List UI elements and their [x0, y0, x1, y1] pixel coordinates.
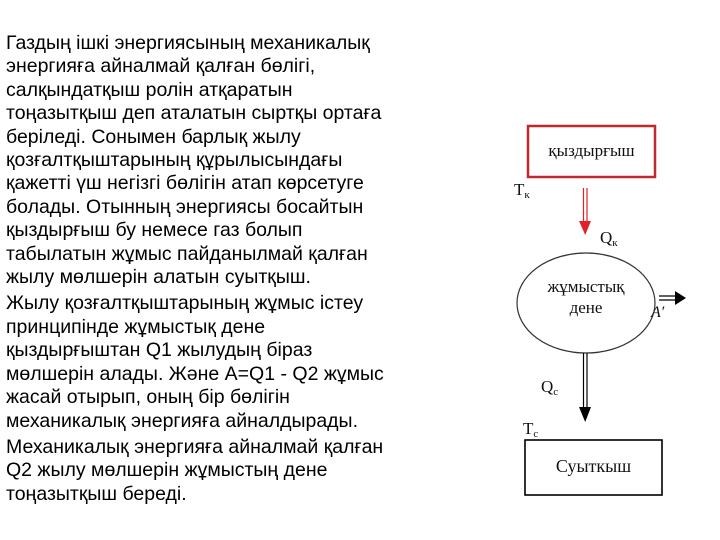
- heater-box: [526, 124, 657, 179]
- body-text: Газдың ішкі энергиясының механикалық эне…: [6, 32, 521, 506]
- paragraph-working-principle: Жылу қозғалтқыштарының жұмыс істеу принц…: [6, 292, 521, 432]
- temperature-subscript: к: [524, 189, 530, 201]
- cooler-label: Суыткыш: [555, 456, 632, 476]
- heater-label: қыздырғыш: [548, 141, 635, 160]
- working-body-line2: дене: [569, 298, 603, 317]
- temperature-subscript: c: [533, 428, 539, 440]
- cooler-temperature-label: Tc: [523, 419, 538, 440]
- text-line: Газдың ішкі энергиясының механикалық: [6, 32, 370, 54]
- text-line: табылатын жұмыс пайданылмай қалған: [6, 242, 368, 265]
- temperature-symbol: T: [523, 419, 534, 438]
- text-line: мөлшерін алады. Және А=Q1 - Q2 жұмыс: [6, 362, 384, 385]
- text-line: тоңазытқыш береді.: [6, 482, 187, 505]
- heat-symbol: Q: [541, 377, 554, 396]
- working-body-line1: жұмыстық: [547, 277, 625, 296]
- text-line: тоңазытқыш деп аталатын сыртқы ортаға: [6, 102, 382, 125]
- text-line: қыздырғыш бу немесе газ болып: [6, 219, 303, 242]
- heat-out-label: Qc: [541, 377, 558, 398]
- work-out-arrow-icon: [659, 291, 686, 305]
- heat-subscript: c: [553, 386, 559, 398]
- text-line: Q2 жылу мөлшерін жұмыстың дене: [6, 459, 328, 482]
- heat-subscript: к: [612, 237, 618, 249]
- text-line: механикалық энергияға айналдырады.: [6, 409, 358, 432]
- working-body-ellipse: [516, 252, 656, 354]
- text-line: жасай отырып, оның бір бөлігін: [6, 386, 290, 409]
- heat-symbol: Q: [600, 228, 613, 247]
- text-line: қыздырғыштан Q1 жылудың біраз: [6, 339, 313, 362]
- text-line: принципінде жұмыстық дене: [6, 315, 266, 338]
- text-line: қозғалтқыштарының құрылысындағы: [6, 149, 343, 172]
- paragraph-heat-rejection: Механикалық энергияға айналмай қалған Q2…: [6, 436, 521, 506]
- text-line: қажетті үш негізгі бөлігін атап көрсетуг…: [6, 172, 364, 195]
- heat-in-arrow-icon: [579, 188, 591, 235]
- work-label: A′: [651, 304, 665, 321]
- text-line: салқындатқыш ролін атқаратын: [6, 78, 293, 101]
- heat-out-arrow-icon: [579, 353, 591, 422]
- text-line: беріледі. Сонымен барлық жылу: [6, 125, 301, 148]
- text-line: энергияға айналмай қалған бөлігі,: [6, 55, 316, 78]
- text-line: Механикалық энергияға айналмай қалған: [6, 435, 384, 458]
- text-line: болады. Отынның энергиясы босайтын: [6, 195, 364, 218]
- working-body-label: жұмыстық дене: [517, 276, 655, 318]
- heat-in-label: Qк: [600, 228, 618, 249]
- paragraph-cooler-role: Газдың ішкі энергиясының механикалық эне…: [6, 32, 521, 289]
- text-line: жылу мөлшерін алатын суытқыш.: [6, 266, 311, 289]
- text-line: Жылу қозғалтқыштарының жұмыс істеу: [6, 292, 364, 315]
- cooler-box: [524, 439, 663, 496]
